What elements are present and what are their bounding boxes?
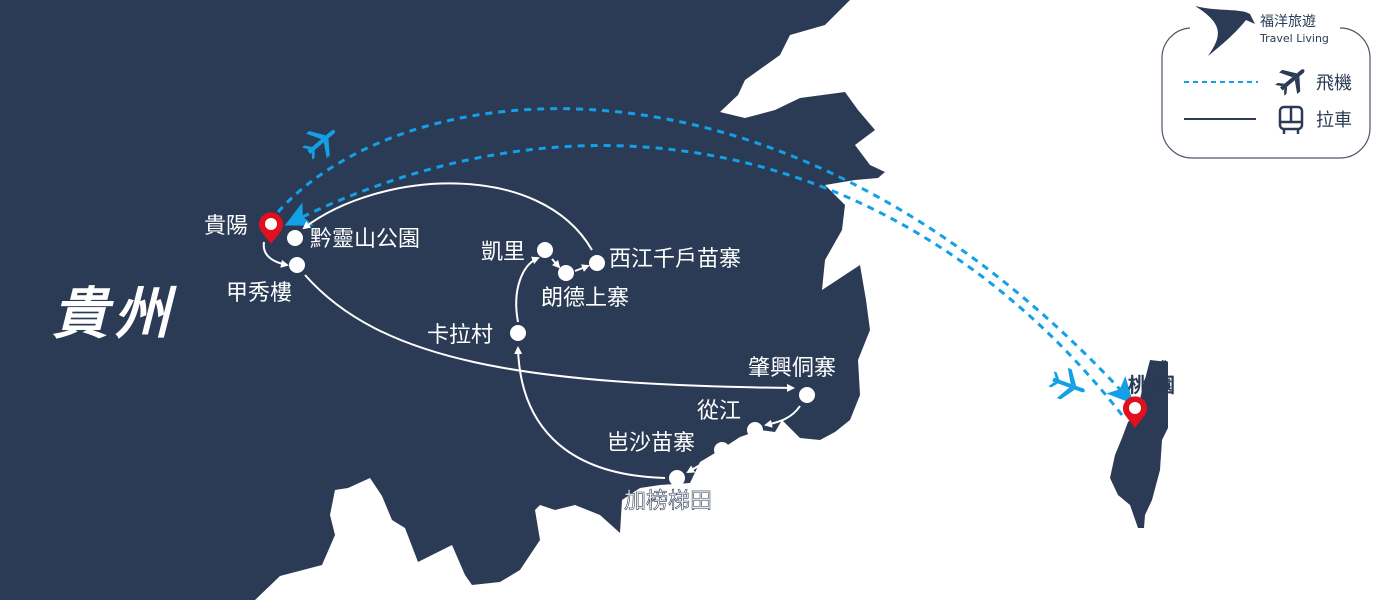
flight-route-taoyuan-guiyang xyxy=(284,144,1124,416)
taiwan-main xyxy=(1110,360,1168,528)
stop-kaili-dot[interactable] xyxy=(537,242,553,258)
stop-jiaxiu-dot[interactable] xyxy=(289,257,305,273)
airplane-icon xyxy=(302,129,336,160)
stop-basha-dot[interactable] xyxy=(714,442,730,458)
legend-flight-label: 飛機 xyxy=(1316,73,1352,94)
label-taoyuan: 桃 園 xyxy=(1128,373,1175,397)
stop-xijiang-dot[interactable] xyxy=(589,255,605,271)
legend: 福洋旅遊 Travel Living 飛機 拉車 xyxy=(1161,6,1371,159)
label-qianling: 黔靈山公園 xyxy=(310,227,420,252)
stop-congjiang-dot[interactable] xyxy=(747,422,763,438)
flight-route-guiyang-taoyuan xyxy=(276,107,1134,404)
label-langde: 朗德上寨 xyxy=(541,286,629,311)
stop-kala-dot[interactable] xyxy=(510,325,526,341)
label-guiyang: 貴陽 xyxy=(204,214,248,239)
stop-zhaoxing-dot[interactable] xyxy=(799,387,815,403)
logo-name: 福洋旅遊 xyxy=(1260,14,1316,30)
taoyuan-pin-icon[interactable] xyxy=(1123,396,1147,428)
label-kala: 卡拉村 xyxy=(427,323,493,348)
eagle-logo-icon xyxy=(1195,6,1255,56)
label-jiaxiu: 甲秀樓 xyxy=(226,281,292,306)
label-jiabang: 加榜梯田 xyxy=(624,489,712,514)
guiyang-pin-icon[interactable] xyxy=(259,212,283,244)
legend-airplane-icon xyxy=(1275,69,1305,96)
region-title: 貴州 xyxy=(52,282,177,347)
label-kaili: 凱里 xyxy=(481,240,525,265)
airplane-icon xyxy=(1048,367,1085,400)
legend-bus-label: 拉車 xyxy=(1316,110,1352,131)
legend-bus-icon xyxy=(1278,105,1304,134)
label-basha: 岜沙苗寨 xyxy=(607,431,695,456)
label-congjiang: 從江 xyxy=(697,399,741,424)
logo-tagline: Travel Living xyxy=(1259,32,1329,45)
label-zhaoxing: 肇興侗寨 xyxy=(748,356,836,381)
stop-jiabang-dot[interactable] xyxy=(669,470,685,486)
stop-langde-dot[interactable] xyxy=(558,265,574,281)
mainland-china-shape xyxy=(0,0,885,600)
stop-qianling-dot[interactable] xyxy=(287,230,303,246)
label-xijiang: 西江千戶苗寨 xyxy=(609,247,741,272)
bus-routes xyxy=(262,182,801,479)
